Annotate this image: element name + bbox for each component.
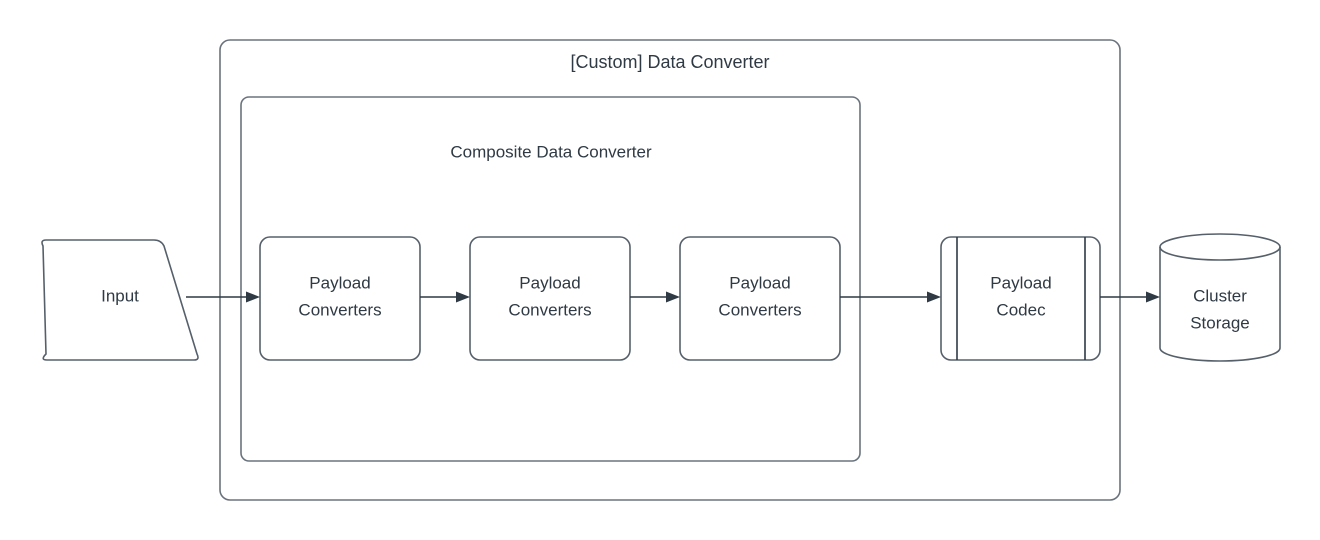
node-payload-converters-2-label-line2: Converters [508, 300, 591, 319]
edge-payload-converters-1-to-2-arrowhead [456, 291, 470, 303]
container-custom-data-converter[interactable] [219, 39, 1121, 501]
node-payload-codec[interactable] [940, 236, 1101, 361]
node-payload-codec-label-line1: Payload [990, 273, 1051, 292]
node-payload-converters-3-label-line1: Payload [729, 273, 790, 292]
node-cluster-storage[interactable] [1159, 233, 1281, 362]
node-payload-converters-2-label-line1: Payload [519, 273, 580, 292]
node-cluster-storage-cap [1159, 246, 1281, 261]
node-cluster-storage-label-line2: Storage [1190, 313, 1250, 332]
node-payload-converters-1[interactable] [259, 236, 421, 361]
node-input-label: Input [101, 286, 139, 305]
container-composite-data-converter[interactable] [240, 96, 861, 462]
edge-payload-converters-3-to-payload-codec-arrowhead [927, 291, 941, 303]
container-composite-data-converter-label: Composite Data Converter [450, 142, 652, 161]
edge-payload-converters-2-to-3-arrowhead [666, 291, 680, 303]
node-payload-converters-3[interactable] [679, 236, 841, 361]
node-payload-converters-1-label-line2: Converters [298, 300, 381, 319]
container-custom-data-converter-label: [Custom] Data Converter [570, 52, 769, 72]
node-payload-codec-label-line2: Codec [996, 300, 1046, 319]
node-payload-converters-2[interactable] [469, 236, 631, 361]
node-payload-converters-3-label-line2: Converters [718, 300, 801, 319]
node-payload-converters-1-label-line1: Payload [309, 273, 370, 292]
edge-input-to-payload-converters-1-arrowhead [246, 291, 260, 303]
node-input[interactable] [41, 239, 199, 361]
edge-payload-codec-to-cluster-storage-arrowhead [1146, 291, 1160, 303]
node-cluster-storage-label-line1: Cluster [1193, 286, 1247, 305]
